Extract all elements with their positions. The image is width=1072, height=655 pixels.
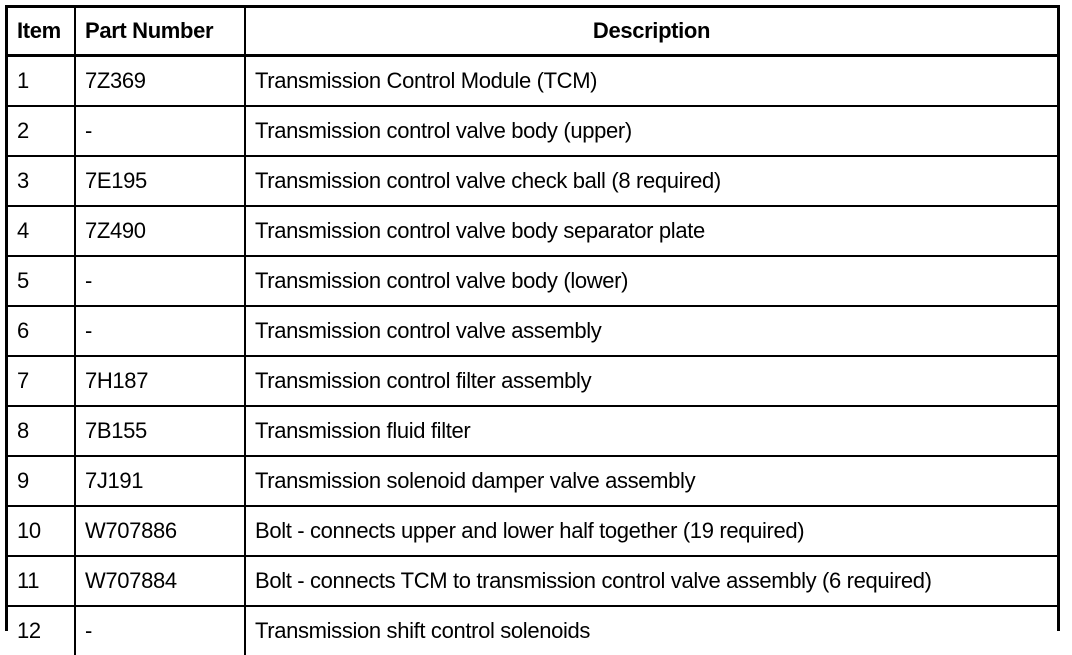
cell-part-number: - <box>75 306 245 356</box>
cell-item: 5 <box>8 256 75 306</box>
cell-description: Transmission Control Module (TCM) <box>245 56 1057 107</box>
cell-item: 2 <box>8 106 75 156</box>
cell-item: 4 <box>8 206 75 256</box>
column-header-part-number: Part Number <box>75 8 245 56</box>
cell-description: Transmission control valve body (upper) <box>245 106 1057 156</box>
cell-part-number: 7Z369 <box>75 56 245 107</box>
table-row: 6-Transmission control valve assembly <box>8 306 1057 356</box>
cell-part-number: - <box>75 106 245 156</box>
cell-description: Bolt - connects upper and lower half tog… <box>245 506 1057 556</box>
table-header-row: Item Part Number Description <box>8 8 1057 56</box>
cell-description: Transmission fluid filter <box>245 406 1057 456</box>
cell-description: Transmission shift control solenoids <box>245 606 1057 655</box>
cell-item: 12 <box>8 606 75 655</box>
cell-part-number: 7Z490 <box>75 206 245 256</box>
cell-part-number: 7B155 <box>75 406 245 456</box>
column-header-item: Item <box>8 8 75 56</box>
cell-description: Transmission solenoid damper valve assem… <box>245 456 1057 506</box>
cell-part-number: - <box>75 256 245 306</box>
cell-item: 6 <box>8 306 75 356</box>
cell-item: 7 <box>8 356 75 406</box>
table-header: Item Part Number Description <box>8 8 1057 56</box>
cell-part-number: 7E195 <box>75 156 245 206</box>
cell-part-number: 7J191 <box>75 456 245 506</box>
cell-part-number: 7H187 <box>75 356 245 406</box>
cell-item: 1 <box>8 56 75 107</box>
cell-part-number: - <box>75 606 245 655</box>
cell-description: Transmission control valve body (lower) <box>245 256 1057 306</box>
column-header-description: Description <box>245 8 1057 56</box>
cell-item: 8 <box>8 406 75 456</box>
cell-item: 3 <box>8 156 75 206</box>
cell-description: Transmission control valve body separato… <box>245 206 1057 256</box>
table-row: 5-Transmission control valve body (lower… <box>8 256 1057 306</box>
cell-item: 11 <box>8 556 75 606</box>
cell-item: 9 <box>8 456 75 506</box>
cell-description: Transmission control valve assembly <box>245 306 1057 356</box>
cell-part-number: W707884 <box>75 556 245 606</box>
cell-description: Transmission control valve check ball (8… <box>245 156 1057 206</box>
cell-description: Bolt - connects TCM to transmission cont… <box>245 556 1057 606</box>
cell-description: Transmission control filter assembly <box>245 356 1057 406</box>
table-row: 12-Transmission shift control solenoids <box>8 606 1057 655</box>
cell-item: 10 <box>8 506 75 556</box>
cell-part-number: W707886 <box>75 506 245 556</box>
table-row: 2-Transmission control valve body (upper… <box>8 106 1057 156</box>
